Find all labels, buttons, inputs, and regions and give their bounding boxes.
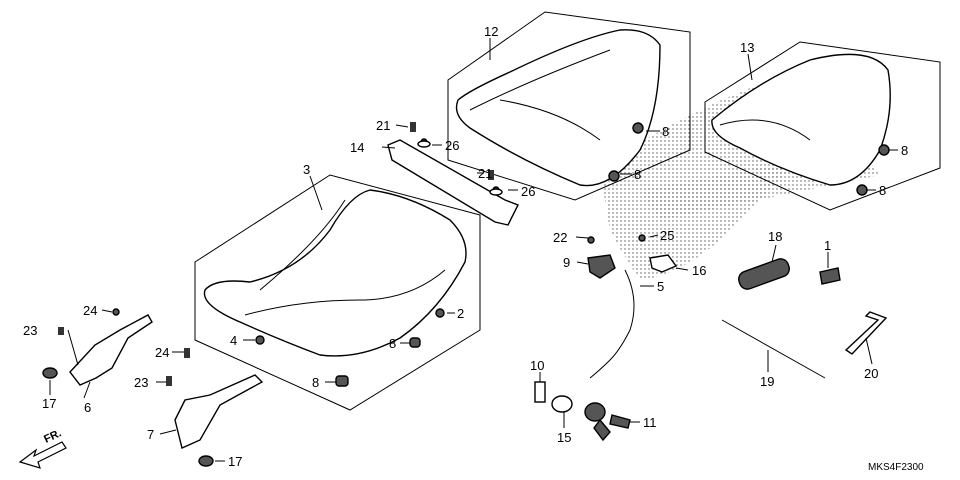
callout-8-e: 8 — [389, 336, 396, 351]
leader-lines — [49, 38, 898, 462]
washer-26-a — [417, 140, 431, 148]
lock-set-11 — [534, 381, 631, 442]
callout-18: 18 — [768, 229, 782, 244]
callout-5: 5 — [657, 279, 664, 294]
callout-3: 3 — [303, 162, 310, 177]
callout-25: 25 — [660, 228, 674, 243]
callout-8-d: 8 — [879, 183, 886, 198]
callout-8-c: 8 — [901, 143, 908, 158]
seat-cowl-13-box — [704, 41, 941, 211]
callout-11: 11 — [643, 415, 657, 430]
main-seat-box — [194, 174, 481, 411]
callout-23-a: 23 — [23, 323, 37, 338]
cushion-8-a — [409, 337, 421, 348]
bracket-7 — [166, 348, 264, 449]
callout-24-b: 24 — [155, 345, 169, 360]
callout-1: 1 — [824, 238, 831, 253]
callout-26-b: 26 — [521, 184, 535, 199]
rear-seat-cowl-12 — [455, 29, 661, 187]
bracket-6 — [58, 308, 153, 386]
callout-labels: 12 13 3 14 21 26 21 26 8 8 8 8 2 4 8 8 2… — [23, 24, 908, 469]
seat-cowl-12-box — [447, 11, 691, 201]
callout-16: 16 — [692, 263, 706, 278]
grommet-2 — [435, 308, 445, 318]
washer-26-b — [489, 188, 503, 196]
wrench-20 — [844, 311, 888, 355]
callout-23-b: 23 — [134, 375, 148, 390]
part-1 — [819, 267, 841, 285]
bolt-21-a — [410, 122, 416, 132]
callout-15: 15 — [557, 430, 571, 445]
callout-20: 20 — [864, 366, 878, 381]
seat-cowl-13 — [711, 53, 891, 196]
callout-9: 9 — [563, 255, 570, 270]
callout-21-b: 21 — [478, 166, 492, 181]
callout-8-f: 8 — [312, 375, 319, 390]
grommet-17-b — [198, 455, 214, 467]
callout-17-b: 17 — [228, 454, 242, 469]
latch-bracket-16 — [638, 234, 678, 273]
grommet-4 — [255, 335, 265, 345]
callout-8-a: 8 — [662, 124, 669, 139]
callout-12: 12 — [484, 24, 498, 39]
callout-26-a: 26 — [445, 138, 459, 153]
cushion-8-b — [335, 375, 349, 387]
front-direction-arrow: FR. — [18, 427, 67, 469]
bolt-21-b — [488, 170, 494, 180]
grip-18 — [738, 258, 790, 290]
callout-7: 7 — [147, 427, 154, 442]
main-seat-3 — [203, 189, 467, 357]
callout-22: 22 — [553, 230, 567, 245]
diagram-code: MKS4F2300 — [868, 462, 924, 473]
callout-17-a: 17 — [42, 396, 56, 411]
rod-19 — [721, 319, 826, 379]
callout-19: 19 — [760, 374, 774, 389]
callout-21-a: 21 — [376, 118, 390, 133]
callout-10: 10 — [530, 358, 544, 373]
callout-8-b: 8 — [634, 167, 641, 182]
callout-14: 14 — [350, 140, 364, 155]
callout-24-a: 24 — [83, 303, 97, 318]
seat-latch-9 — [587, 236, 616, 279]
callout-13: 13 — [740, 40, 754, 55]
callout-2: 2 — [457, 306, 464, 321]
callout-6: 6 — [84, 400, 91, 415]
seat-lock-cable-5 — [589, 269, 635, 379]
grommet-17-a — [42, 367, 58, 379]
callout-4: 4 — [230, 333, 237, 348]
